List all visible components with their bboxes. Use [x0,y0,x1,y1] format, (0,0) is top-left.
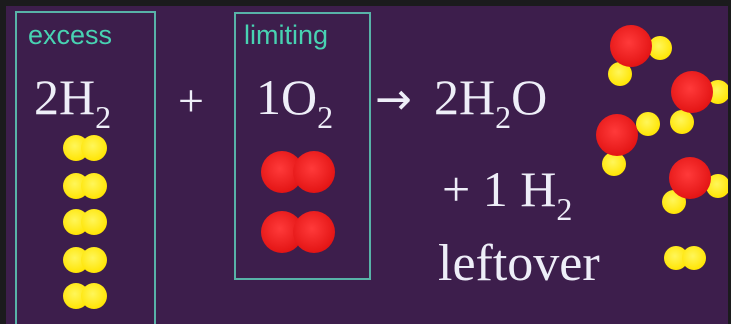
h2o-element-o: O [511,69,548,125]
molecule-illustrations [63,25,728,309]
limiting-label: limiting [244,20,329,50]
h2-molecule-5 [63,283,107,309]
h2o-coefficient: 2 [434,69,459,125]
h2-molecule-1 [63,135,107,161]
h2o-molecule-2 [670,71,728,134]
h2o-element-h: H [459,69,496,125]
limiting-reactant-box [234,12,371,280]
h2o-molecule-4 [662,157,728,214]
h2o-product-formula: 2H2O [434,69,548,133]
o2-coefficient: 1 [256,69,281,125]
o2-reactant-formula: 1O2 [256,69,333,133]
excess-reactant-box [15,11,156,324]
reaction-arrow: → [375,74,412,125]
slide: excess 2H2 + limiting 1O2 → 2H2O + 1 H2 … [6,6,728,324]
o2-molecule-1 [261,151,335,193]
h2-molecule-2 [63,173,107,199]
leftover-h2-formula: + 1 H2 [442,161,572,225]
leftover-subscript: 2 [556,191,573,227]
plus-sign: + [178,75,204,126]
h2-reactant-formula: 2H2 [34,69,111,133]
h2-element: H [59,69,96,125]
h2o-subscript: 2 [495,99,512,135]
h2-subscript: 2 [95,99,112,135]
h2o-molecule-1 [608,25,672,86]
excess-label: excess [28,20,113,50]
o2-subscript: 2 [317,99,334,135]
o2-element: O [281,69,318,125]
h2-leftover-molecule [664,246,706,270]
o2-molecule-2 [261,211,335,253]
leftover-word: leftover [438,235,600,292]
h2-molecule-3 [63,209,107,235]
leftover-prefix: + 1 [442,161,508,217]
h2-coefficient: 2 [34,69,59,125]
leftover-element: H [520,161,557,217]
h2-molecule-4 [63,247,107,273]
h2o-molecule-3 [596,112,660,176]
